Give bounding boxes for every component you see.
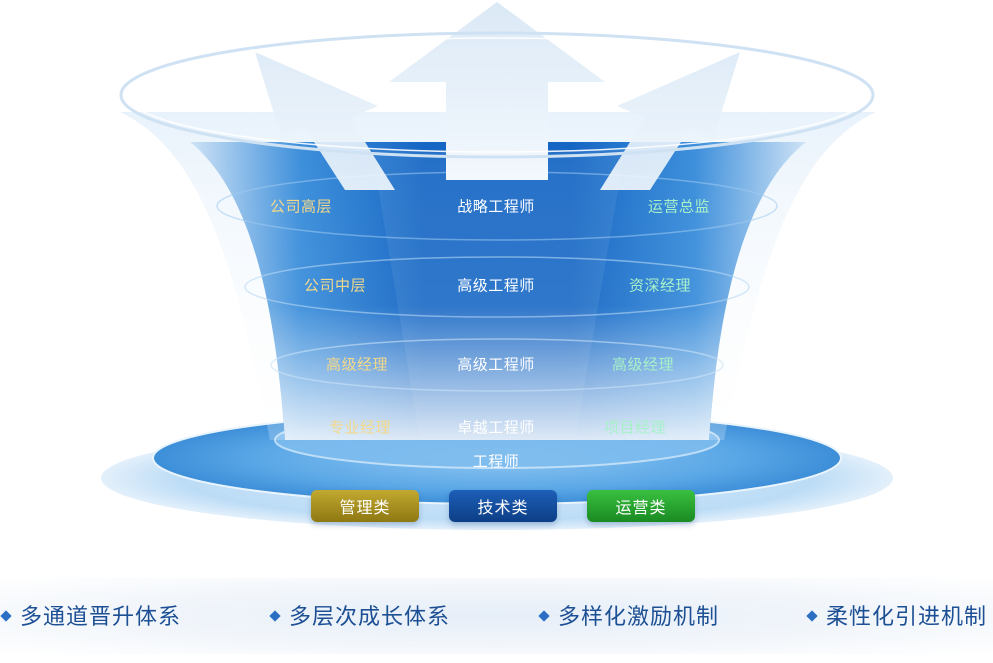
category-operations-button[interactable]: 运营类 [587, 490, 695, 522]
funnel-fade [190, 142, 806, 440]
arrow-right [600, 52, 740, 190]
tier4-management-label: 专业经理 [328, 419, 392, 437]
tier3-technical-label: 高级工程师 [457, 356, 535, 374]
diamond-bullet-icon [0, 609, 12, 622]
feature-label: 柔性化引进机制 [826, 604, 988, 629]
tier1-management-label: 公司高层 [269, 198, 333, 216]
diamond-bullet-icon [538, 609, 550, 622]
feature-item: 柔性化引进机制 [806, 600, 988, 630]
tier4-technical-label: 卓越工程师 [457, 419, 535, 437]
tier3-management-label: 高级经理 [325, 356, 389, 374]
arrow-center [389, 2, 605, 180]
base-level-label: 工程师 [472, 453, 520, 471]
feature-label: 多层次成长体系 [289, 604, 451, 629]
diamond-bullet-icon [806, 609, 818, 622]
category-management-button[interactable]: 管理类 [311, 490, 419, 522]
tier2-technical-label: 高级工程师 [457, 277, 535, 295]
tier2-management-label: 公司中层 [303, 277, 367, 295]
tier3-operations-label: 高级经理 [611, 356, 675, 374]
arrow-left [255, 52, 395, 190]
feature-label: 多通道晋升体系 [20, 604, 182, 629]
tier4-operations-label: 项目经理 [603, 419, 667, 437]
feature-band [0, 578, 993, 654]
feature-item: 多层次成长体系 [269, 600, 451, 630]
tier1-operations-label: 运营总监 [647, 198, 711, 216]
feature-label: 多样化激励机制 [558, 604, 720, 629]
diamond-bullet-icon [269, 609, 281, 622]
funnel-rim [119, 31, 875, 159]
tier2-operations-label: 资深经理 [628, 277, 692, 295]
category-technical-button[interactable]: 技术类 [449, 490, 557, 522]
feature-item: 多通道晋升体系 [0, 600, 182, 630]
tier1-technical-label: 战略工程师 [457, 198, 535, 216]
feature-item: 多样化激励机制 [538, 600, 720, 630]
